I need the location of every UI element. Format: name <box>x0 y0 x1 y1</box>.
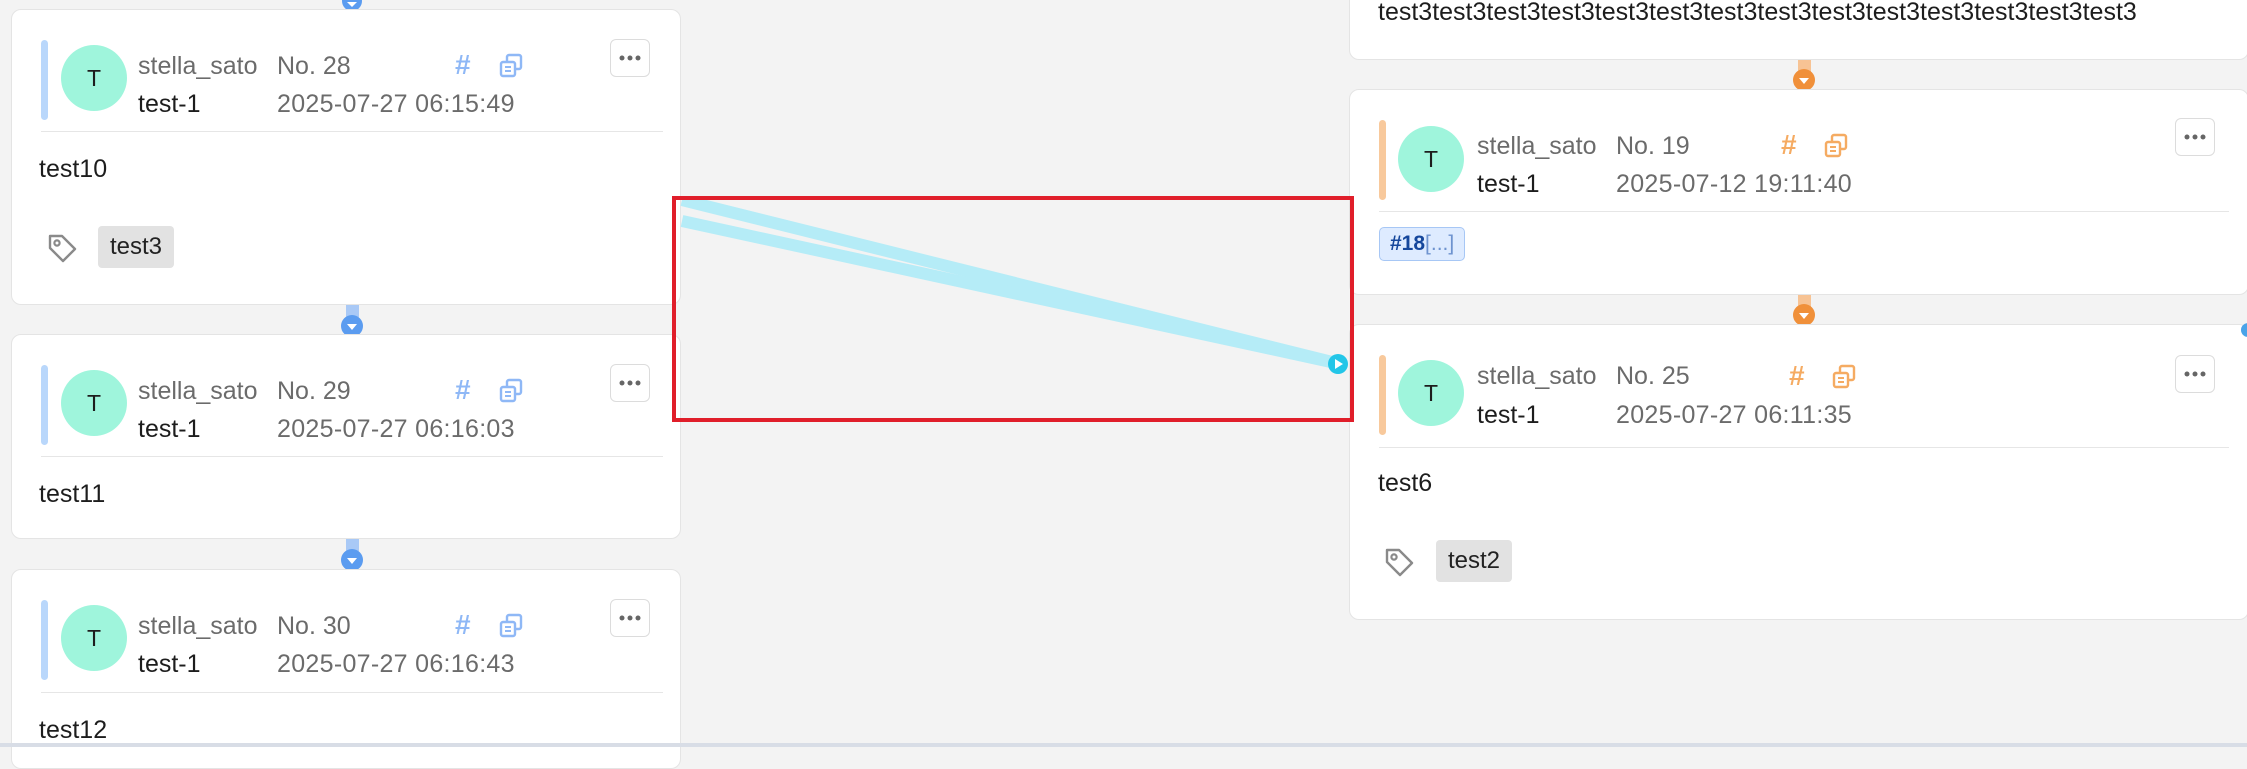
copy-icon[interactable] <box>497 52 525 80</box>
copy-icon[interactable] <box>1822 132 1850 160</box>
username[interactable]: stella_sato <box>1477 362 1597 390</box>
connector-top-right <box>1793 60 1815 91</box>
divider <box>1379 447 2229 448</box>
connector-top-left <box>342 0 362 11</box>
copy-icon[interactable] <box>497 377 525 405</box>
post-number: No. 28 <box>277 52 351 80</box>
post-card-28[interactable]: T stella_sato test-1 No. 28 2025-07-27 0… <box>11 9 681 305</box>
card-accent <box>41 365 48 445</box>
post-timestamp: 2025-07-27 06:15:49 <box>277 90 515 118</box>
username[interactable]: stella_sato <box>138 612 258 640</box>
card-accent <box>41 40 48 120</box>
more-horizontal-icon <box>619 55 641 61</box>
username[interactable]: stella_sato <box>138 377 258 405</box>
copy-icon[interactable] <box>497 612 525 640</box>
board-name[interactable]: test-1 <box>138 415 201 443</box>
more-horizontal-icon <box>619 615 641 621</box>
post-card-partial[interactable]: test3test3test3test3test3test3test3test3… <box>1349 0 2247 60</box>
bottom-edge-bar <box>0 743 2247 747</box>
post-card-25[interactable]: T stella_sato test-1 No. 25 2025-07-27 0… <box>1349 324 2247 620</box>
post-content: test10 <box>39 155 108 183</box>
more-horizontal-icon <box>2184 134 2206 140</box>
reply-link-line[interactable] <box>670 200 1360 380</box>
divider <box>1379 211 2229 212</box>
post-number: No. 25 <box>1616 362 1690 390</box>
avatar[interactable]: T <box>61 605 127 671</box>
card-accent <box>41 600 48 680</box>
divider <box>41 131 663 132</box>
post-content: test11 <box>39 480 106 508</box>
board-name[interactable]: test-1 <box>1477 401 1540 429</box>
more-menu-button[interactable] <box>2175 355 2215 393</box>
connector-28-29 <box>341 305 363 337</box>
connector-19-25 <box>1793 295 1815 326</box>
post-timestamp: 2025-07-27 06:11:35 <box>1616 401 1852 429</box>
more-menu-button[interactable] <box>610 364 650 402</box>
username[interactable]: stella_sato <box>138 52 258 80</box>
post-number: No. 30 <box>277 612 351 640</box>
reference-link[interactable]: #18[...] <box>1379 227 1466 261</box>
hash-icon[interactable]: # <box>455 49 471 80</box>
board-name[interactable]: test-1 <box>138 90 201 118</box>
more-horizontal-icon <box>2184 371 2206 377</box>
avatar[interactable]: T <box>61 45 127 111</box>
tag-chip[interactable]: test3 <box>98 226 175 268</box>
post-number: No. 29 <box>277 377 351 405</box>
post-card-29[interactable]: T stella_sato test-1 No. 29 2025-07-27 0… <box>11 334 681 539</box>
post-card-30[interactable]: T stella_sato test-1 No. 30 2025-07-27 0… <box>11 569 681 769</box>
post-timestamp: 2025-07-27 06:16:03 <box>277 415 515 443</box>
reference-id: #18 <box>1390 232 1426 255</box>
avatar[interactable]: T <box>1398 126 1464 192</box>
tag-icon <box>1385 548 1414 577</box>
post-card-19[interactable]: T stella_sato test-1 No. 19 2025-07-12 1… <box>1349 89 2247 295</box>
card-accent <box>1379 120 1386 200</box>
hash-icon[interactable]: # <box>1781 129 1797 160</box>
reference-ellipsis: [...] <box>1425 232 1455 255</box>
avatar[interactable]: T <box>1398 360 1464 426</box>
more-menu-button[interactable] <box>2175 118 2215 156</box>
more-menu-button[interactable] <box>610 599 650 637</box>
selection-highlight-box <box>672 196 1354 422</box>
board-name[interactable]: test-1 <box>1477 170 1540 198</box>
avatar[interactable]: T <box>61 370 127 436</box>
tag-icon <box>48 234 77 263</box>
more-horizontal-icon <box>619 380 641 386</box>
hash-icon[interactable]: # <box>1789 360 1805 391</box>
connector-29-30 <box>341 539 363 571</box>
post-number: No. 19 <box>1616 132 1690 160</box>
board-name[interactable]: test-1 <box>138 650 201 678</box>
post-timestamp: 2025-07-27 06:16:43 <box>277 650 515 678</box>
post-content: test12 <box>39 716 108 744</box>
hash-icon[interactable]: # <box>455 374 471 405</box>
more-menu-button[interactable] <box>610 39 650 77</box>
post-content: test6 <box>1378 469 1433 497</box>
copy-icon[interactable] <box>1830 363 1858 391</box>
card-accent <box>1379 355 1386 435</box>
divider <box>41 456 663 457</box>
username[interactable]: stella_sato <box>1477 132 1597 160</box>
post-content: test3test3test3test3test3test3test3test3… <box>1378 0 2137 26</box>
post-timestamp: 2025-07-12 19:11:40 <box>1616 170 1852 198</box>
tag-chip[interactable]: test2 <box>1436 540 1513 582</box>
connector-edge-right <box>2241 323 2247 337</box>
hash-icon[interactable]: # <box>455 609 471 640</box>
divider <box>41 692 663 693</box>
